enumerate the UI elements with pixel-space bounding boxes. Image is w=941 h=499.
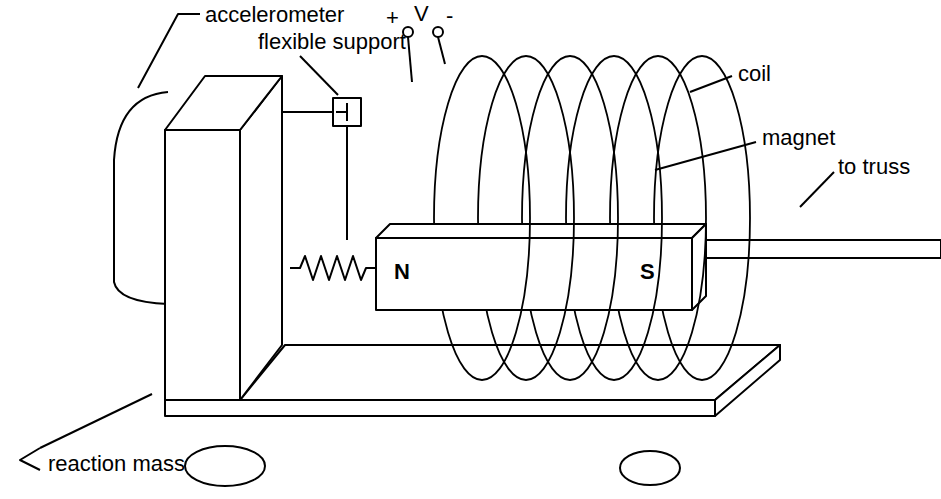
leader-line [20, 448, 40, 470]
leader-line [800, 172, 834, 207]
coil-winding [478, 56, 526, 380]
block-top [165, 76, 282, 130]
part-label: accelerometer [205, 3, 344, 27]
support-mark [346, 103, 348, 121]
leader-line [40, 394, 152, 448]
part-label: coil [738, 62, 771, 86]
pole-label: S [638, 260, 657, 284]
part-label: to truss [838, 155, 910, 179]
magnet-top [376, 224, 706, 238]
flexible-support [333, 98, 361, 126]
base-front [165, 400, 715, 416]
wheel [620, 451, 680, 485]
part-label: reaction mass [48, 452, 185, 476]
coil-winding [434, 56, 482, 380]
coil-winding [614, 56, 662, 380]
leader-line [300, 56, 338, 95]
support-mark [336, 111, 346, 113]
leader-line [690, 76, 732, 92]
support-stem [346, 126, 348, 240]
wire [408, 37, 412, 82]
truss-rod [706, 240, 941, 258]
block-side [240, 76, 282, 400]
coil-winding [526, 56, 574, 380]
spring [290, 256, 376, 280]
magnet [376, 238, 692, 310]
terminal-sign: - [446, 4, 453, 28]
wire [438, 37, 445, 64]
coil-winding [482, 56, 530, 380]
pole-label: N [392, 260, 412, 284]
leader-line [138, 14, 200, 88]
terminal-sign: + [386, 6, 399, 30]
wheel [185, 446, 265, 486]
base-side [715, 345, 780, 416]
coil-front [482, 56, 750, 380]
terminal [433, 27, 443, 37]
base-plate [240, 345, 780, 400]
part-label: magnet [762, 126, 835, 150]
part-label: flexible support [258, 30, 406, 54]
support-arm [282, 111, 333, 113]
coil-back [434, 56, 702, 380]
signal-name: V [414, 2, 429, 26]
coil-winding [702, 56, 750, 380]
leader-line [655, 142, 756, 170]
coil-winding [570, 56, 618, 380]
accelerometer [114, 92, 168, 304]
coil-winding [658, 56, 706, 380]
reaction-mass [165, 130, 240, 400]
